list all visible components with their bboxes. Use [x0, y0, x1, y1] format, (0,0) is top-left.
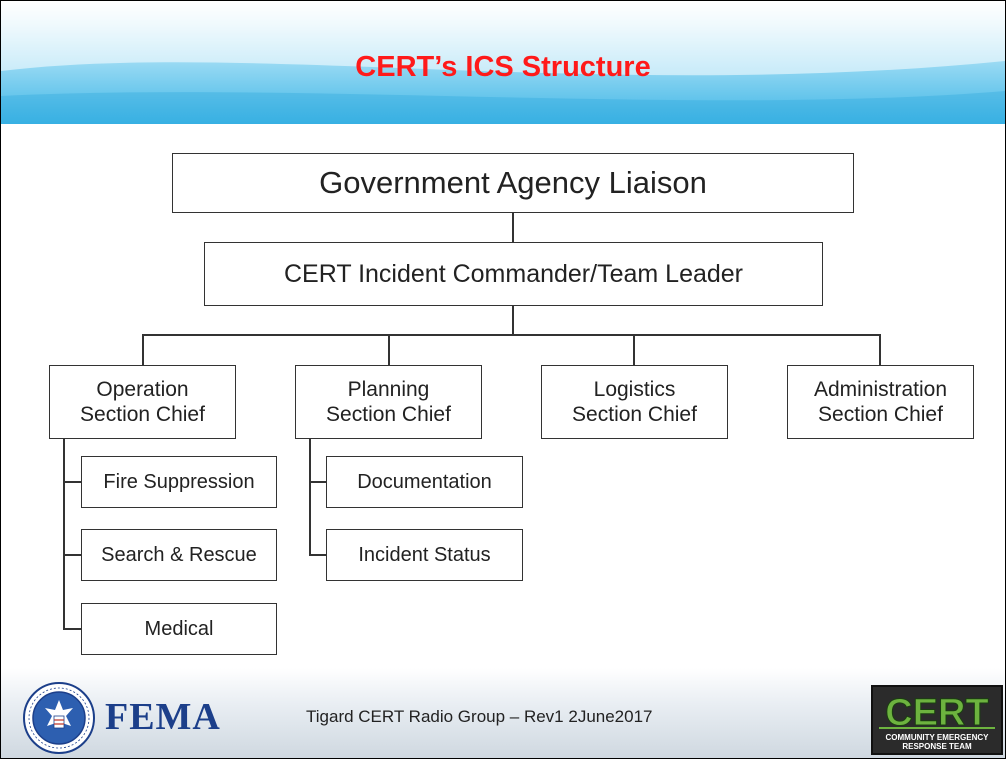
administration-section-line1: Administration	[813, 377, 948, 401]
connector-liaison-commander	[512, 212, 514, 243]
operation-section-box: Operation Section Chief	[49, 365, 236, 439]
documentation-box: Documentation	[326, 456, 523, 508]
commander-box: CERT Incident Commander/Team Leader	[204, 242, 823, 306]
commander-label: CERT Incident Commander/Team Leader	[283, 260, 744, 288]
slide-footer	[1, 668, 1005, 758]
footer-text: Tigard CERT Radio Group – Rev1 2June2017	[306, 707, 653, 726]
incident-status-label: Incident Status	[358, 544, 491, 566]
documentation-label: Documentation	[357, 471, 492, 493]
planning-section-line1: Planning	[347, 377, 430, 401]
slide-title: CERT’s ICS Structure	[355, 51, 651, 83]
slide-header	[1, 1, 1005, 124]
planning-section-line2: Section Chief	[326, 403, 451, 426]
connector-documentation	[309, 481, 327, 483]
fema-wordmark: FEMA	[105, 696, 221, 738]
operation-section-line1: Operation	[96, 377, 189, 401]
incident-status-box: Incident Status	[326, 529, 523, 581]
medical-box: Medical	[81, 603, 277, 655]
connector-to-administration	[879, 334, 881, 366]
logistics-section-line2: Section Chief	[572, 403, 697, 426]
connector-planning-trunk	[309, 438, 311, 555]
connector-medical	[63, 628, 82, 630]
search-rescue-label: Search & Rescue	[101, 544, 257, 566]
connector-search-rescue	[63, 554, 82, 556]
cert-logo: CERT COMMUNITY EMERGENCY RESPONSE TEAM	[871, 685, 1003, 755]
search-rescue-box: Search & Rescue	[81, 529, 277, 581]
header-wave-decoration	[1, 1, 1005, 124]
administration-section-line2: Section Chief	[818, 403, 943, 426]
operation-section-line2: Section Chief	[80, 403, 205, 426]
fire-suppression-box: Fire Suppression	[81, 456, 277, 508]
connector-to-logistics	[633, 334, 635, 366]
liaison-label: Government Agency Liaison	[319, 165, 707, 201]
cert-logo-line2: RESPONSE TEAM	[902, 742, 972, 751]
connector-to-operation	[142, 334, 144, 366]
logistics-section-line1: Logistics	[593, 377, 676, 401]
logistics-section-box: Logistics Section Chief	[541, 365, 728, 439]
connector-incident-status	[309, 554, 327, 556]
administration-section-box: Administration Section Chief	[787, 365, 974, 439]
cert-logo-line1: COMMUNITY EMERGENCY	[886, 733, 990, 742]
planning-section-box: Planning Section Chief	[295, 365, 482, 439]
medical-label: Medical	[144, 618, 214, 640]
connector-commander-bus	[512, 305, 514, 335]
fire-suppression-label: Fire Suppression	[103, 471, 255, 493]
connector-section-bus	[142, 334, 881, 336]
liaison-box: Government Agency Liaison	[172, 153, 854, 213]
dhs-seal-icon	[23, 682, 95, 754]
connector-operations-trunk	[63, 438, 65, 629]
connector-to-planning	[388, 334, 390, 366]
connector-fire-suppression	[63, 481, 82, 483]
